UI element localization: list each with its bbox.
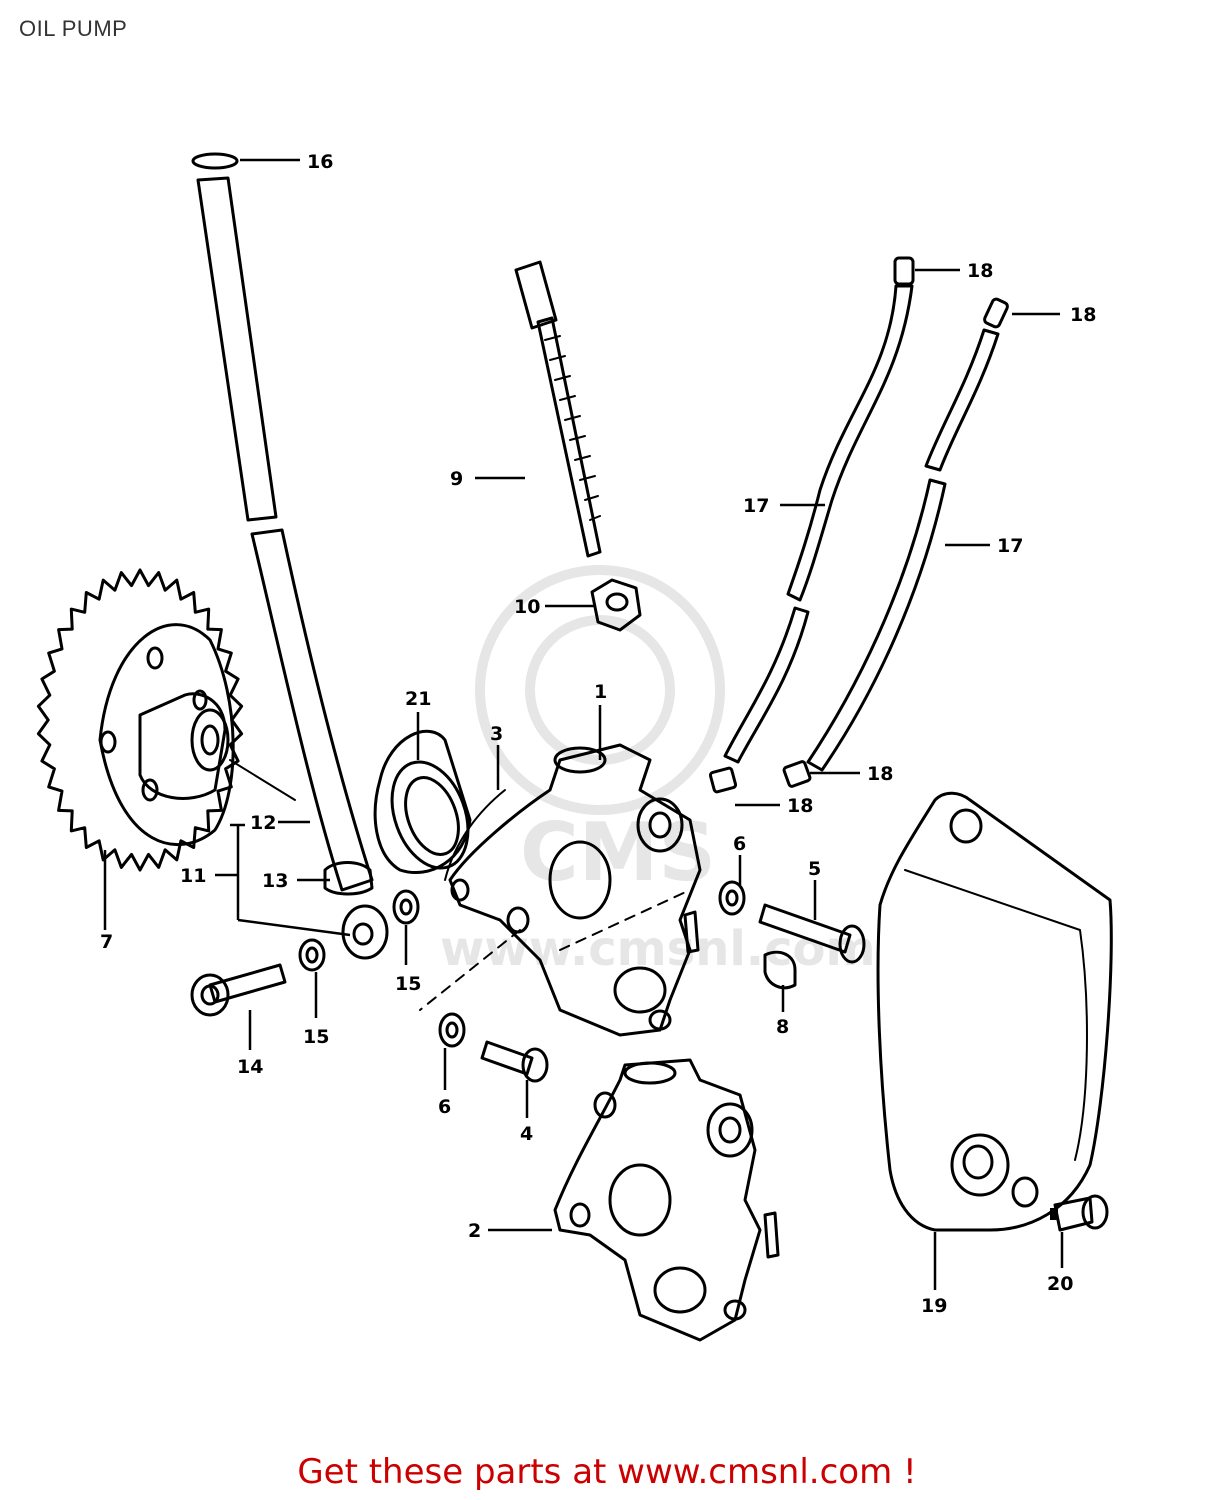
callout-18-d: 18 [787,795,813,817]
oil-pump-assembly-1 [419,743,702,1037]
footer-link[interactable]: Get these parts at www.cmsnl.com ! [297,1452,917,1492]
leader-lines [103,158,1064,1290]
callout-21: 21 [405,688,431,710]
callout-13: 13 [262,870,288,892]
callout-16: 16 [307,151,333,173]
callout-17-b: 17 [997,535,1023,557]
callout-17-a: 17 [743,495,769,517]
callout-6-a: 6 [733,833,746,855]
page-title: OIL PUMP [19,16,128,41]
callout-9: 9 [450,468,463,490]
callout-12: 12 [250,812,276,834]
callout-15-a: 15 [395,973,421,995]
callout-3: 3 [490,723,503,745]
callout-11: 11 [180,865,206,887]
callout-7: 7 [100,931,113,953]
callout-14: 14 [237,1056,263,1078]
callout-6-b: 6 [438,1096,451,1118]
callout-15-b: 15 [303,1026,329,1048]
oil-pump-assembly-2 [553,1058,780,1342]
callout-2: 2 [468,1220,481,1242]
callout-4: 4 [520,1123,533,1145]
callout-1: 1 [594,681,607,703]
bolt-and-nut [514,260,642,632]
bearing-part [373,729,472,875]
oil-hose-main [191,152,389,960]
callout-18-c: 18 [867,763,893,785]
callout-18-a: 18 [967,260,993,282]
callout-19: 19 [921,1295,947,1317]
callout-10: 10 [514,596,540,618]
callout-8: 8 [776,1016,789,1038]
fasteners [190,880,1109,1232]
pump-cover-part [876,791,1113,1232]
callout-18-b: 18 [1070,304,1096,326]
callout-20: 20 [1047,1273,1073,1295]
callout-5: 5 [808,858,821,880]
callout-labels: 16 18 18 17 17 18 18 9 10 21 3 1 12 11 1… [100,151,1096,1317]
watermark-url: www.cmsnl.com [440,921,876,977]
oil-hoses-right [708,256,1009,794]
sprocket-part [36,568,296,872]
